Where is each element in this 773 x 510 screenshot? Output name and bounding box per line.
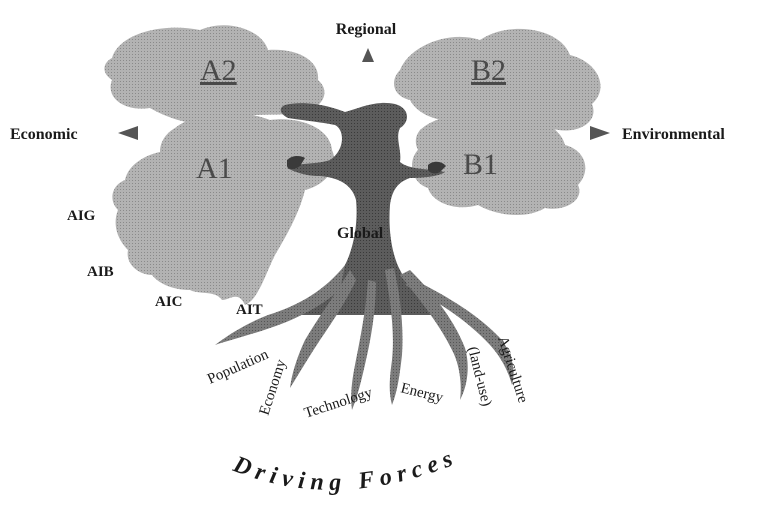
trunk-global-label: Global [337, 225, 384, 242]
family-a2-label: A2 [200, 54, 237, 87]
root-technology-label: Technology [302, 385, 375, 422]
axis-left-label: Economic [10, 126, 78, 143]
family-a1-label: A1 [196, 152, 233, 185]
group-aib-label: AIB [87, 264, 114, 280]
axis-top-label: Regional [336, 21, 397, 38]
arrow-left-icon [118, 126, 138, 140]
family-b2-label: B2 [471, 54, 506, 87]
root-population-label: Population [205, 346, 271, 387]
group-aic-label: AIC [155, 294, 183, 310]
root-agriculture-label: Agriculture [494, 334, 531, 405]
canopy-a1 [112, 113, 334, 305]
arrow-up-icon [362, 48, 374, 62]
root-land-use-label: (land-use) [464, 345, 494, 408]
driving-forces-label: Driving Forces [229, 444, 462, 496]
arrow-right-icon [590, 126, 610, 140]
driving-forces-text: Driving Forces [229, 444, 462, 496]
group-ait-label: AIT [236, 302, 263, 318]
root-energy-label: Energy [399, 380, 445, 406]
axis-right-label: Environmental [622, 126, 725, 143]
family-b1-label: B1 [463, 148, 498, 181]
root-economy-label: Economy [257, 357, 290, 417]
group-aig-label: AIG [67, 208, 96, 224]
